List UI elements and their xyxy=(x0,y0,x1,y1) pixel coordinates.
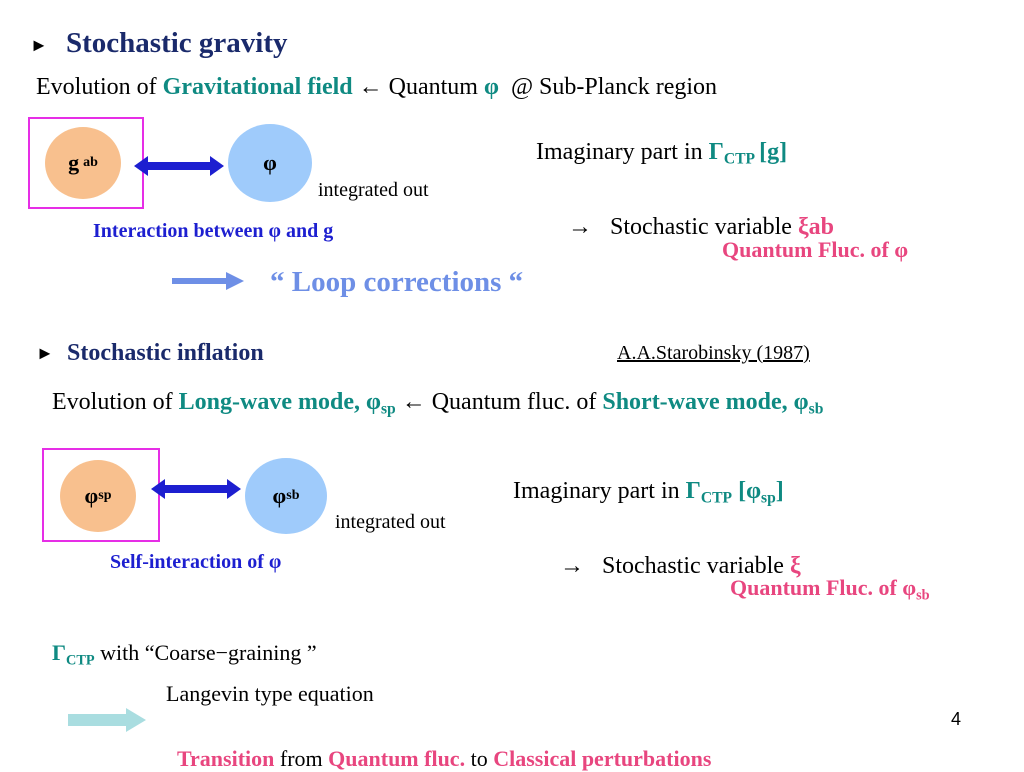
phi-sb-subscript: sb xyxy=(286,488,300,503)
ctp-subscript: CTP xyxy=(723,150,756,168)
double-arrow-icon xyxy=(134,156,224,176)
integrated-out-label-2: integrated out xyxy=(335,511,446,533)
xi-ab-symbol: ξab xyxy=(797,214,834,240)
quantum-fluc-sub: sb xyxy=(916,587,930,604)
phi-bracket-close: ] xyxy=(775,478,784,504)
phi-sp-subscript: sp xyxy=(98,488,112,503)
loop-corrections: “ Loop corrections “ xyxy=(270,266,524,298)
sp-subscript: sp xyxy=(380,400,396,418)
section1-bullet: ► xyxy=(30,35,48,55)
long-wave-mode-text: Long-wave mode, φ xyxy=(178,389,381,415)
stochastic2-prefix: → Stochastic variable xyxy=(560,553,790,579)
section2-title: Stochastic inflation xyxy=(67,340,264,366)
section1-evolution: Evolution of Gravitational field ← Quant… xyxy=(36,74,717,101)
phi-bracket-sub: sp xyxy=(761,489,776,507)
gamma-symbol: Γ xyxy=(708,139,724,165)
with-text: with xyxy=(94,640,145,665)
evolution2-prefix: Evolution of xyxy=(52,389,179,415)
gravitational-field-text: Gravitational field xyxy=(162,74,353,100)
section2-evolution: Evolution of Long-wave mode, φsp ← Quant… xyxy=(52,389,823,419)
imaginary-part-gravity: Imaginary part in ΓCTP[g] xyxy=(536,139,787,169)
phi-sp-symbol: φ xyxy=(84,483,99,508)
transition-text: Transition xyxy=(177,746,275,771)
page-number: 4 xyxy=(951,709,962,729)
sb-subscript: sb xyxy=(808,400,824,418)
quantum-fluc-text: Quantum Fluc. of φ xyxy=(730,575,917,600)
stochastic-variable-inflation: → Stochastic variable ξ xyxy=(548,526,801,580)
section2-bullet: ► xyxy=(36,343,54,363)
quantum-fluc-phi: Quantum Fluc. of φ xyxy=(722,237,909,262)
quantum-fluc-phi-sb: Quantum Fluc. of φsb xyxy=(730,575,930,604)
ctp-subscript-2: CTP xyxy=(700,489,733,507)
stochastic-prefix: → Stochastic variable xyxy=(568,214,798,240)
xi-symbol: ξ xyxy=(789,553,801,579)
classical-perturbations-text: Classical perturbations xyxy=(493,746,712,771)
short-wave-mode-text: Short-wave mode, φ xyxy=(602,389,809,415)
gamma-symbol-3: Γ xyxy=(52,640,66,665)
langevin-text: Langevin type equation xyxy=(166,681,374,706)
stochastic-variable-gravity: → Stochastic variable ξab xyxy=(556,187,834,241)
integrated-out-label: integrated out xyxy=(318,179,429,201)
right-arrow-icon xyxy=(172,272,244,290)
imag2-prefix: Imaginary part in xyxy=(513,478,686,504)
gamma-symbol-2: Γ xyxy=(685,478,701,504)
ctp-subscript-3: CTP xyxy=(66,652,95,669)
evolution-prefix: Evolution of xyxy=(36,74,163,100)
to-text: to xyxy=(465,746,494,771)
phi-text: φ xyxy=(483,74,499,100)
phi-node: φ xyxy=(228,124,312,202)
phi-sb-symbol: φ xyxy=(272,483,287,508)
double-arrow-icon-2 xyxy=(151,479,241,499)
evolution-arrow: ← Quantum xyxy=(352,74,484,100)
coarse-graining-line: ΓCTP with “Coarse−graining ” xyxy=(52,640,317,669)
quantum-fluc-text-2: Quantum fluc. xyxy=(328,746,466,771)
g-symbol: g xyxy=(68,150,80,175)
phi-node-symbol: φ xyxy=(263,150,277,175)
light-right-arrow-icon xyxy=(68,708,146,732)
sub-planck-text: @ Sub-Planck region xyxy=(498,74,718,100)
evolution2-arrow: ← Quantum fluc. of xyxy=(395,389,603,415)
phi-sp-node-frame xyxy=(42,448,160,542)
self-interaction-label: Self-interaction of φ xyxy=(110,551,282,573)
starobinsky-citation: A.A.Starobinsky (1987) xyxy=(617,342,810,364)
from-text: from xyxy=(274,746,329,771)
transition-line: Transition from Quantum fluc. to Classic… xyxy=(166,720,711,772)
g-bracket: [g] xyxy=(759,139,788,165)
coarse-graining-text: “Coarse−graining ” xyxy=(144,640,317,665)
interaction-label: Interaction between φ and g xyxy=(93,220,334,242)
phi-bracket-open: [φ xyxy=(732,478,762,504)
g-subscript: ab xyxy=(83,155,98,170)
imaginary-part-inflation: Imaginary part in ΓCTP [φsp] xyxy=(513,478,784,508)
imag-prefix: Imaginary part in xyxy=(536,139,709,165)
section1-title: Stochastic gravity xyxy=(66,27,288,59)
